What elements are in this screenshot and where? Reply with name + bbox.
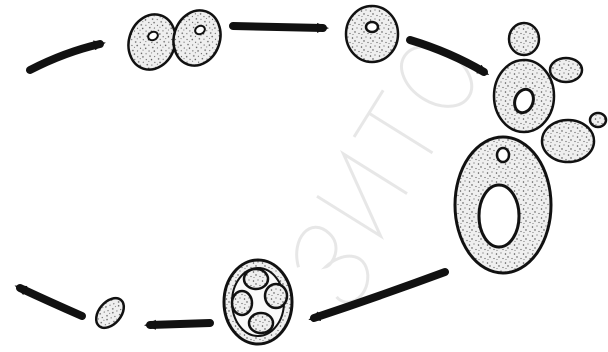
spore bbox=[249, 313, 273, 333]
released-spore bbox=[91, 293, 130, 333]
spore bbox=[91, 293, 130, 333]
spore bbox=[244, 269, 268, 289]
arrow-to-budding-pair bbox=[30, 44, 100, 70]
arrow-to-spore bbox=[150, 323, 210, 325]
cell-right bbox=[166, 4, 227, 71]
bud-right bbox=[542, 120, 594, 162]
bud-tip bbox=[590, 113, 606, 127]
arrow-from-spore bbox=[20, 288, 82, 316]
bud-right-small bbox=[550, 58, 582, 82]
nucleus bbox=[366, 22, 378, 32]
cell-body bbox=[346, 6, 398, 62]
ascus-with-spores bbox=[224, 260, 292, 344]
arrow-to-single-cell bbox=[233, 26, 323, 28]
vacuole bbox=[479, 185, 519, 247]
spore bbox=[232, 291, 252, 315]
nucleus bbox=[497, 148, 509, 162]
budding-colony bbox=[455, 23, 606, 273]
budding-pair-cells bbox=[121, 4, 227, 75]
single-cell bbox=[346, 6, 398, 62]
spore bbox=[265, 284, 287, 308]
arrow-to-budding-colony bbox=[410, 40, 484, 72]
bud-top bbox=[509, 23, 539, 55]
arrow-to-ascus bbox=[314, 272, 445, 318]
